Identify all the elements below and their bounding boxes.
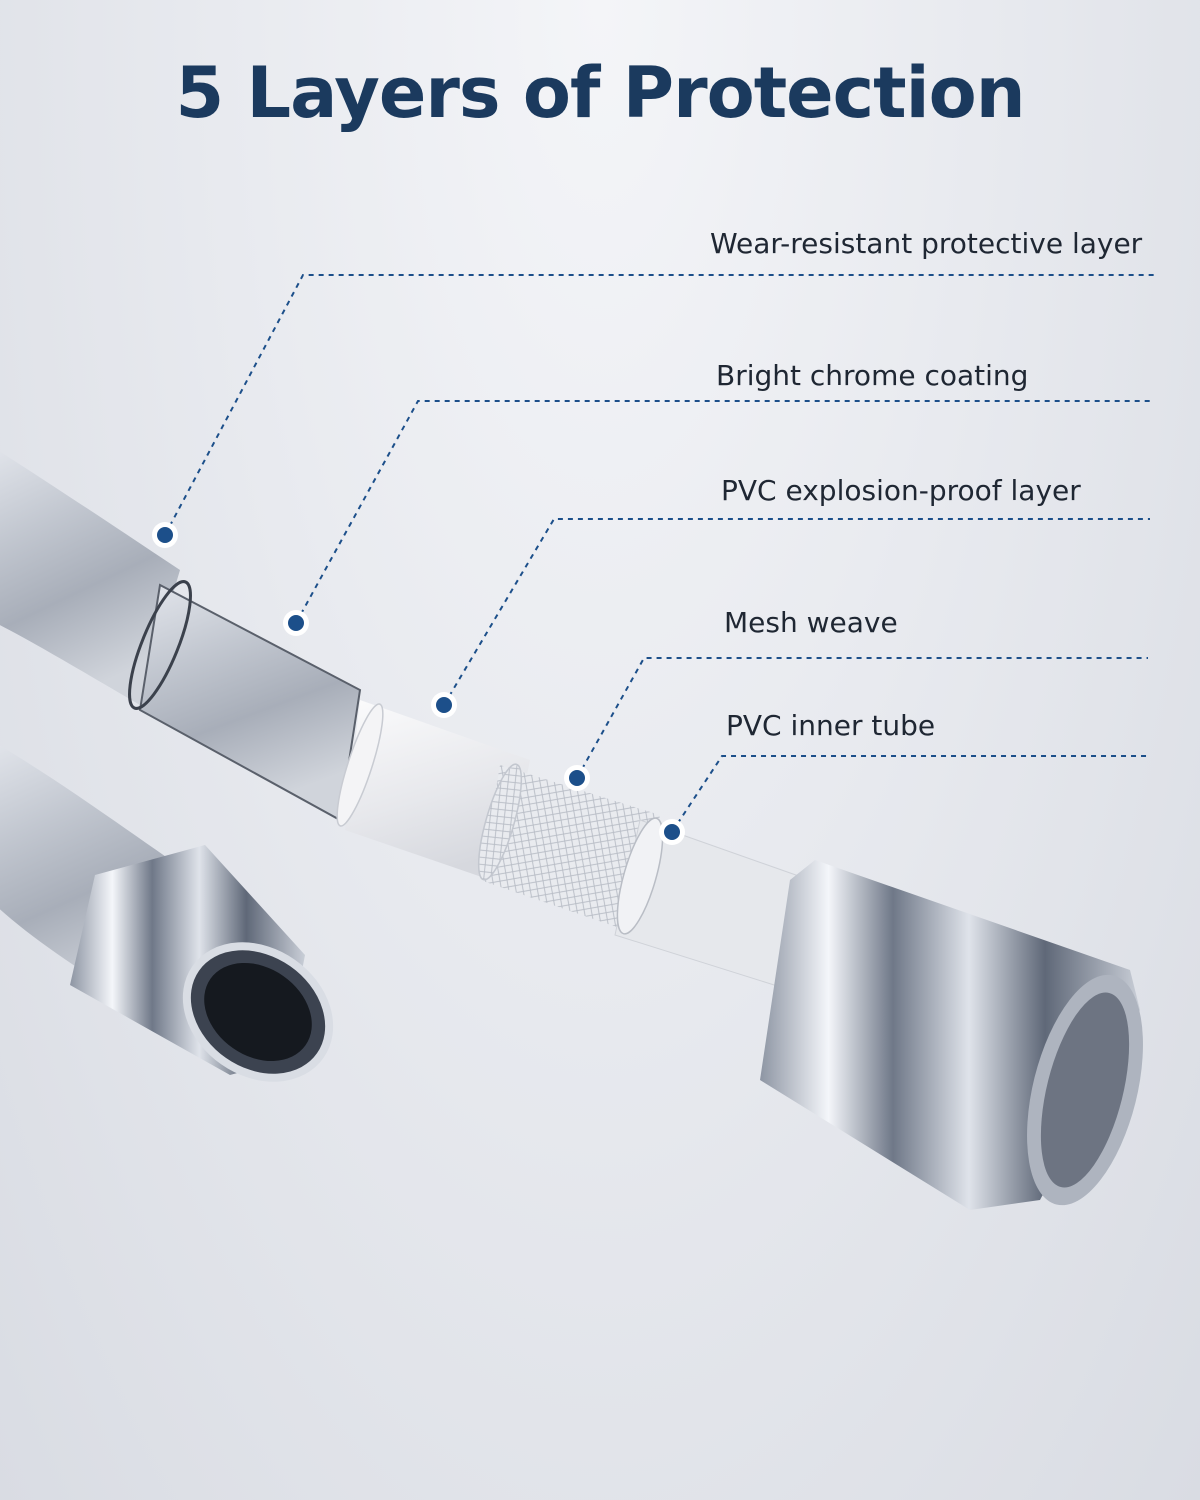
leader-line-5: [671, 755, 1148, 833]
lower-hose: [0, 745, 334, 1082]
leader-line-3: [443, 518, 1150, 706]
callout-labels: Wear-resistant protective layer Bright c…: [710, 227, 1143, 742]
callout-dots: [152, 522, 685, 845]
leader-line-4: [576, 657, 1148, 779]
right-chrome-fitting: [760, 860, 1143, 1210]
callout-label-mesh-weave: Mesh weave: [724, 606, 898, 639]
leader-line-1: [164, 274, 1155, 536]
callout-label-chrome-coating: Bright chrome coating: [716, 359, 1028, 392]
cutaway-hose: [0, 451, 1143, 1210]
callout-label-pvc-explosion-proof: PVC explosion-proof layer: [721, 474, 1081, 507]
callout-label-pvc-inner-tube: PVC inner tube: [726, 709, 935, 742]
left-chrome-fitting: [70, 845, 334, 1082]
callout-label-wear-resistant: Wear-resistant protective layer: [710, 227, 1143, 260]
page-title: 5 Layers of Protection: [175, 52, 1025, 134]
leader-line-2: [295, 400, 1150, 624]
callout-lines: [164, 274, 1155, 833]
